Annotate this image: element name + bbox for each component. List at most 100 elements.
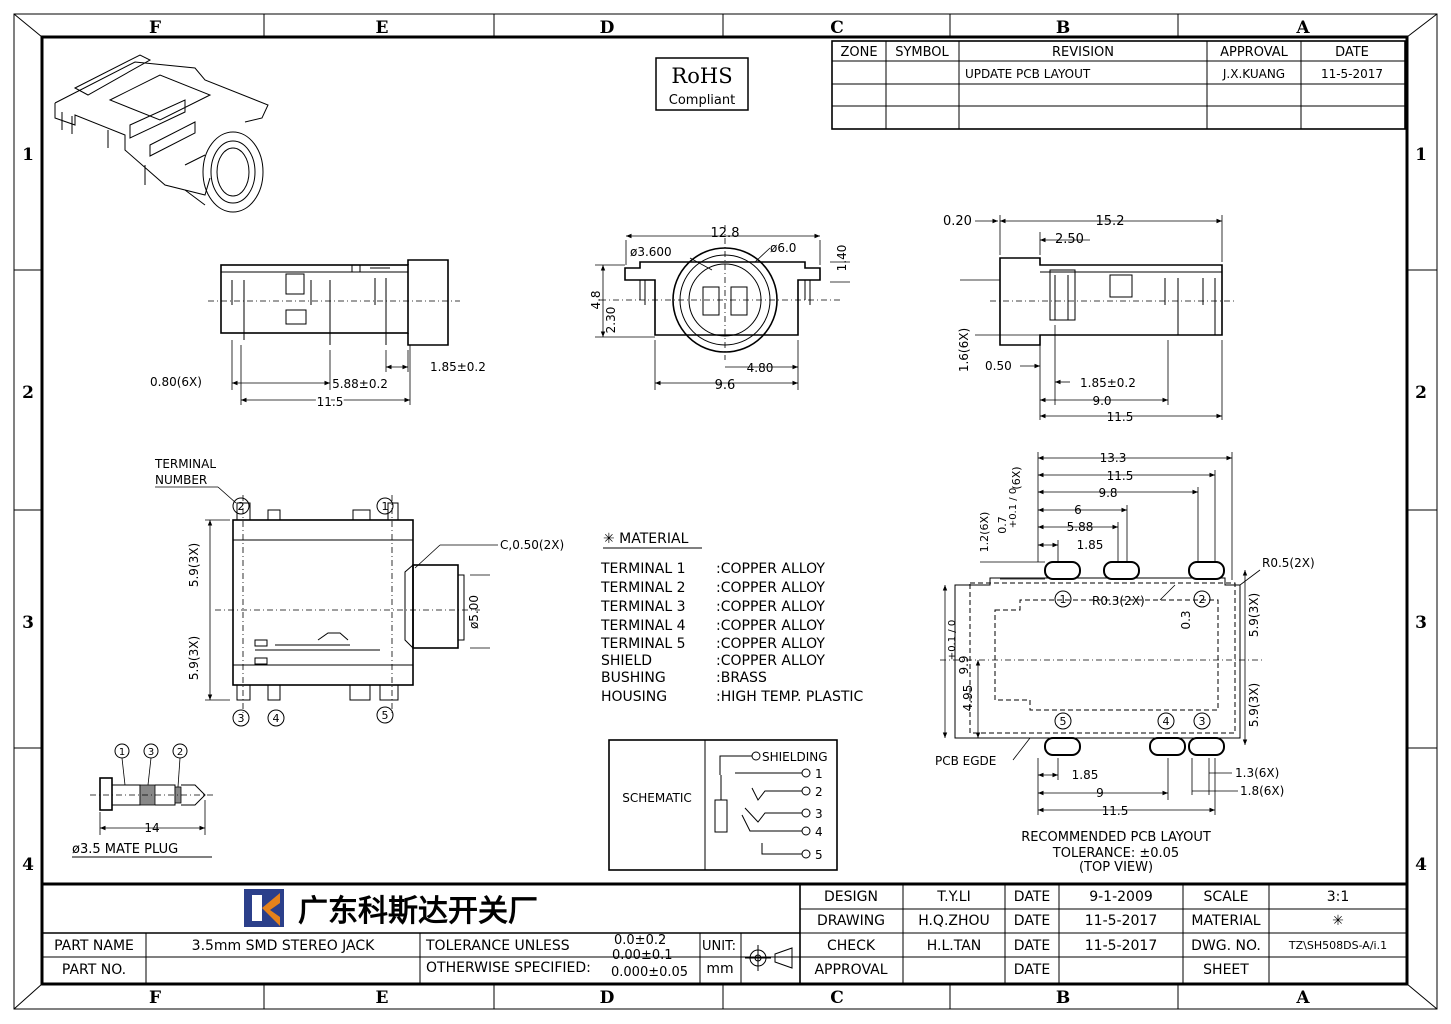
pcb-dim-4-95: 4.95 [961, 685, 975, 712]
pcb-dim-5-9-upper: 5.9(3X) [1247, 593, 1261, 637]
tolerance-line2: OTHERWISE SPECIFIED: [426, 960, 591, 976]
top-view: TERMINAL NUMBER C,0.50(2X) 5.9(3X) 5.9(3… [154, 457, 564, 727]
date-value-3: 11-5-2017 [1085, 938, 1157, 954]
rev-header-date: DATE [1335, 45, 1369, 60]
pcb-dim-9-8: 9.8 [1098, 486, 1117, 500]
zone-col-a-bottom: A [1295, 988, 1310, 1008]
scale-label: SCALE [1204, 889, 1249, 905]
rohs-badge: RoHS Compliant [655, 57, 749, 111]
end-dim-1-40: 1.40 [835, 245, 849, 272]
pcb-dim-0-7-tol: +0.1 / 0 [1008, 488, 1019, 528]
pcb-dim-9-9: 9.9 [957, 655, 971, 674]
plug-length-dim: 14 [144, 821, 159, 835]
pcb-bottom-dim-11-5: 11.5 [1102, 804, 1129, 818]
side-dim-1-85: 1.85±0.2 [1080, 376, 1136, 390]
material-part: HOUSING [601, 689, 667, 705]
zone-col-c: C [830, 18, 844, 38]
pcb-dim-1-2: 1.2(6X) [978, 512, 991, 553]
schematic-pin-2: 2 [815, 785, 823, 799]
pcb-pad-3: 3 [1199, 715, 1206, 728]
unit-value: mm [706, 961, 733, 977]
top-terminal-2: 2 [238, 500, 245, 513]
schematic-pin-4: 4 [815, 825, 823, 839]
zone-col-e: E [376, 18, 389, 38]
side-dim-15-2: 15.2 [1096, 214, 1125, 229]
material-label: MATERIAL [1191, 913, 1260, 929]
pcb-dim-1-8: 1.8(6X) [1240, 784, 1284, 798]
projection-symbol-icon [745, 945, 793, 971]
rev-header-approval: APPROVAL [1220, 45, 1289, 60]
material-value: :COPPER ALLOY [716, 618, 825, 634]
revision-table: ZONE SYMBOL REVISION APPROVAL DATE UPDAT… [831, 40, 1406, 130]
material-part: TERMINAL 5 [600, 636, 686, 652]
schematic-pin-shielding: SHIELDING [762, 750, 828, 764]
side-dim-0-20: 0.20 [943, 214, 972, 229]
terminal-label-line1: TERMINAL [154, 457, 216, 471]
end-dim-6-0: ø6.0 [770, 241, 796, 255]
side-dim-0-50: 0.50 [985, 359, 1012, 373]
material-part: TERMINAL 2 [600, 580, 686, 596]
material-value: ✳ [1332, 913, 1344, 929]
top-terminal-5: 5 [382, 709, 389, 722]
top-terminal-4: 4 [273, 712, 280, 725]
company-logo [244, 889, 284, 927]
zone-row-1-left: 1 [22, 145, 34, 165]
end-dim-12-8: 12.8 [711, 226, 740, 241]
terminal-label-line2: NUMBER [155, 473, 207, 487]
tolerance-a: 0.0±0.2 [614, 933, 666, 948]
date-value-1: 9-1-2009 [1089, 889, 1153, 905]
pcb-pad-2: 2 [1199, 593, 1206, 606]
schematic-pin-1: 1 [815, 767, 823, 781]
top-dim-5-00: ø5.00 [467, 595, 481, 629]
side-dim-1-6: 1.6(6X) [957, 328, 971, 372]
material-value: :COPPER ALLOY [716, 580, 825, 596]
sheet-label: SHEET [1203, 962, 1249, 978]
front-dim-11-5: 11.5 [317, 395, 344, 409]
date-label-1: DATE [1014, 889, 1050, 905]
pcb-layout: 1 2 3 4 5 13.3 11.5 9.8 6 5.88 1.85 1.2(… [935, 451, 1315, 875]
pcb-dim-9-9-tol: +0.1 / 0 [947, 620, 958, 660]
tolerance-line1: TOLERANCE UNLESS [425, 938, 570, 954]
pcb-dim-0-7-count: (6X) [1010, 466, 1023, 489]
zone-row-1-right: 1 [1415, 145, 1427, 165]
material-part: TERMINAL 3 [600, 599, 686, 615]
zone-row-4-left: 4 [22, 855, 34, 875]
mate-plug: 1 3 2 14 ø3.5 MATE PLUG [72, 743, 215, 858]
side-view: 15.2 0.20 2.50 1.6(6X) 0.50 1.85±0.2 9.0… [943, 214, 1235, 424]
top-dim-5-9-lower: 5.9(3X) [187, 636, 201, 680]
pcb-dim-1-3: 1.3(6X) [1235, 766, 1279, 780]
part-name-label: PART NAME [54, 938, 134, 954]
end-dim-3-600: ø3.600 [630, 245, 672, 259]
design-value: T.Y.LI [936, 889, 970, 905]
schematic-label: SCHEMATIC [622, 791, 691, 805]
pcb-dim-1-85: 1.85 [1077, 538, 1104, 552]
material-value: :COPPER ALLOY [716, 599, 825, 615]
side-dim-2-50: 2.50 [1055, 232, 1084, 247]
rev-header-symbol: SYMBOL [895, 45, 949, 60]
zone-col-f: F [149, 18, 161, 38]
side-dim-11-5: 11.5 [1107, 410, 1134, 424]
outer-frame [13, 13, 1438, 1010]
pcb-caption: RECOMMENDED PCB LAYOUT [1021, 830, 1211, 845]
schematic-box: SCHEMATIC SHIELDING 1 2 3 4 5 [608, 739, 838, 871]
material-part: BUSHING [601, 670, 666, 686]
plug-number-2: 2 [177, 747, 183, 758]
rev-header-revision: REVISION [1052, 45, 1114, 60]
pcb-edge-label: PCB EGDE [935, 754, 996, 768]
zone-col-a: A [1295, 18, 1310, 38]
zone-row-2-left: 2 [22, 383, 34, 403]
zone-col-e-bottom: E [376, 988, 389, 1008]
unit-label: UNIT: [702, 939, 736, 954]
scale-value: 3:1 [1327, 889, 1350, 905]
end-dim-9-6: 9.6 [715, 378, 736, 393]
drawing-label: DRAWING [817, 913, 885, 929]
dwg-no-label: DWG. NO. [1191, 938, 1261, 954]
zone-col-b: B [1056, 18, 1070, 38]
rohs-compliant-text: Compliant [669, 93, 735, 108]
part-name-value: 3.5mm SMD STEREO JACK [192, 938, 376, 954]
date-value-2: 11-5-2017 [1085, 913, 1157, 929]
plug-number-1: 1 [119, 747, 125, 758]
top-terminal-3: 3 [238, 712, 245, 725]
